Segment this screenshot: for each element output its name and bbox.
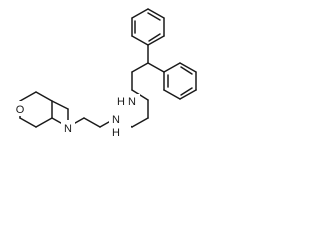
phenyl-ring-upper bbox=[131, 8, 165, 64]
nitrogen-label-morpholine: N bbox=[64, 123, 72, 135]
nitrogen-label-lower: N bbox=[112, 114, 120, 126]
atom-nitrogen-lower-amine: N H bbox=[109, 112, 131, 139]
hydrogen-label-lower: H bbox=[112, 127, 120, 139]
atom-oxygen: O bbox=[13, 101, 27, 116]
atom-nitrogen-upper-amine: H N bbox=[116, 94, 140, 109]
ethylene-chain bbox=[67, 62, 149, 128]
morpholine-ring bbox=[19, 91, 69, 128]
atom-nitrogen-morpholine: N bbox=[61, 120, 75, 135]
hydrogen-label-upper: H bbox=[117, 96, 125, 108]
nitrogen-label-upper: N bbox=[128, 96, 136, 108]
oxygen-label: O bbox=[16, 104, 25, 116]
chemical-structure: O N N H H N bbox=[13, 8, 197, 139]
phenyl-ring-right bbox=[147, 62, 197, 100]
